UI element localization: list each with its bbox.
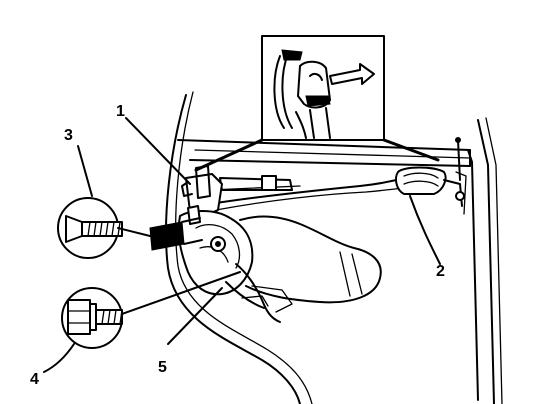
leader-line-1 (125, 117, 191, 185)
callout-4: 4 (30, 371, 39, 388)
inside-handle (395, 137, 467, 215)
callout-1: 1 (116, 103, 125, 120)
door-pillar-curve (165, 91, 313, 404)
leader-line-3 (77, 145, 93, 197)
door-panel-outline (467, 117, 503, 404)
leader-lines (43, 117, 441, 373)
callout-labels: 1 2 3 4 5 (30, 103, 445, 388)
handle-rod (209, 175, 421, 211)
door-latch-assembly (149, 165, 293, 323)
callout-5: 5 (158, 359, 167, 376)
callout-2: 2 (436, 263, 445, 280)
fastener-bolt-detail (61, 271, 241, 349)
access-hole (239, 215, 382, 304)
leader-line-2 (409, 195, 441, 265)
fastener-screw-detail (57, 197, 151, 259)
detail-inset (194, 35, 440, 172)
callout-3: 3 (64, 127, 73, 144)
door-inner-frame (177, 139, 471, 167)
leader-line-4 (43, 343, 75, 373)
leader-line-5 (167, 287, 223, 345)
